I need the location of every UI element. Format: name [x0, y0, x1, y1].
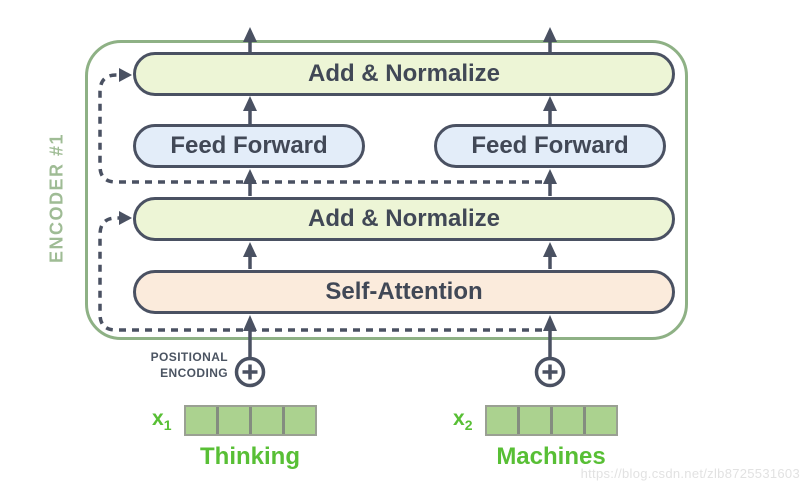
feed-forward-right-layer: Feed Forward	[434, 124, 666, 168]
add-normalize-mid-label: Add & Normalize	[307, 205, 501, 232]
input-word-machines: Machines	[496, 443, 606, 470]
input-word-thinking: Thinking	[200, 443, 300, 470]
watermark-url: https://blog.csdn.net/zlb8725531603	[580, 466, 800, 481]
encoder-label: ENCODER #1	[46, 132, 67, 264]
x1-embedding-vector	[184, 405, 317, 436]
vector-cell	[282, 407, 315, 434]
vector-cell	[583, 407, 616, 434]
x1-sub: 1	[163, 417, 172, 434]
x2-label: x2	[453, 407, 472, 433]
positional-encoding-line1: POSITIONAL	[150, 350, 228, 364]
add-normalize-mid-layer: Add & Normalize	[133, 197, 675, 241]
vector-cell	[517, 407, 550, 434]
x2-sub: 2	[464, 417, 473, 434]
positional-encoding-line2: ENCODING	[160, 366, 228, 380]
vector-cell	[186, 407, 216, 434]
add-normalize-top-label: Add & Normalize	[307, 60, 501, 87]
x2-embedding-vector	[485, 405, 618, 436]
vector-cell	[216, 407, 249, 434]
add-normalize-top-layer: Add & Normalize	[133, 52, 675, 96]
x1-label: x1	[152, 407, 171, 433]
self-attention-label: Self-Attention	[325, 278, 483, 305]
plus-circle-icon-left	[234, 356, 266, 388]
x2-base: x	[453, 407, 465, 430]
feed-forward-left-layer: Feed Forward	[133, 124, 365, 168]
positional-encoding-label: POSITIONAL ENCODING	[128, 349, 228, 381]
vector-cell	[487, 407, 517, 434]
vector-cell	[249, 407, 282, 434]
feed-forward-left-label: Feed Forward	[170, 132, 328, 159]
x1-base: x	[152, 407, 164, 430]
self-attention-layer: Self-Attention	[133, 270, 675, 314]
feed-forward-right-label: Feed Forward	[471, 132, 629, 159]
plus-circle-icon-right	[534, 356, 566, 388]
vector-cell	[550, 407, 583, 434]
